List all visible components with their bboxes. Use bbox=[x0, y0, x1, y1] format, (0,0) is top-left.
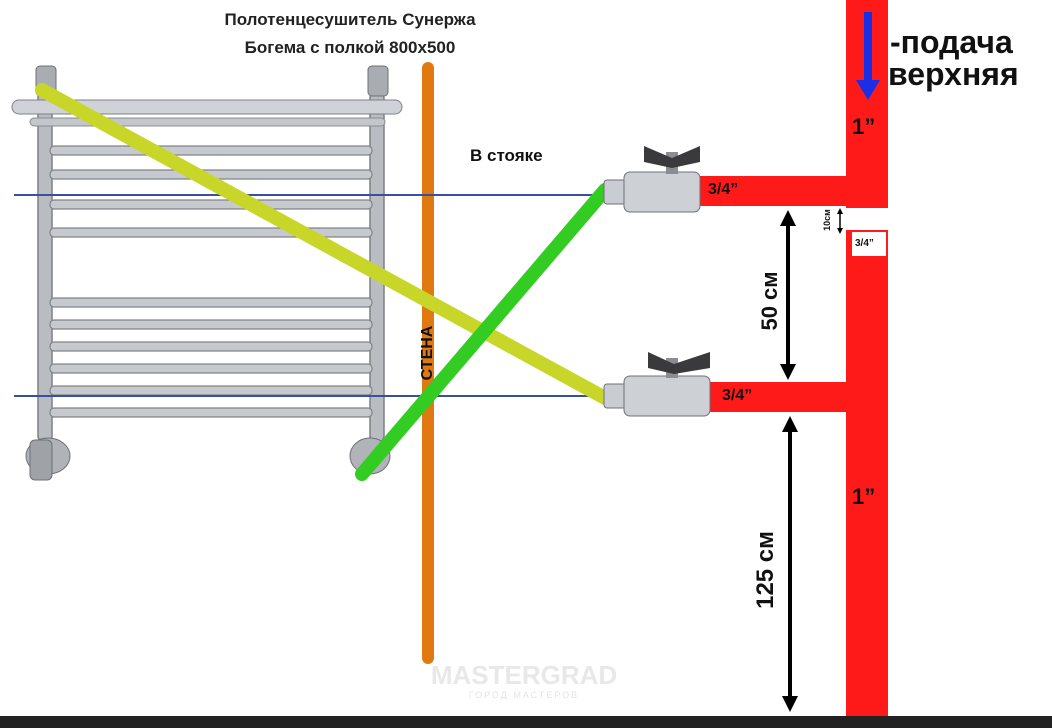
yellow-connection-line bbox=[35, 83, 612, 405]
top-branch-pipe bbox=[700, 176, 848, 206]
title-line-2: Богема с полкой 800х500 bbox=[244, 38, 456, 57]
wall-label: СТЕНА bbox=[419, 325, 436, 381]
bypass-size: 3/4” bbox=[855, 238, 874, 249]
watermark-tagline: ГОРОД МАСТЕРОВ bbox=[469, 690, 579, 700]
dim-arrow-125cm bbox=[782, 416, 798, 712]
dim-50cm-label: 50 см bbox=[757, 271, 782, 331]
riser-pipe bbox=[700, 0, 888, 720]
branch-size-bottom: 3/4” bbox=[722, 387, 753, 404]
supply-arrow-icon bbox=[856, 12, 880, 100]
dim-125cm-label: 125 см bbox=[752, 531, 779, 609]
green-connection-line bbox=[355, 183, 612, 481]
riser-note: В стояке bbox=[470, 146, 543, 165]
dim-arrow-50cm bbox=[780, 210, 796, 380]
bypass-fitting bbox=[852, 232, 886, 256]
lower-ball-valve bbox=[603, 352, 711, 417]
dim-arrow-10cm bbox=[837, 208, 843, 234]
title-line-1: Полотенцесушитель Сунержа bbox=[224, 10, 476, 29]
pipe-size-top: 1” bbox=[852, 114, 876, 139]
supply-label-2: верхняя bbox=[888, 56, 1019, 92]
supply-label-1: -подача bbox=[890, 24, 1013, 60]
gap-10cm-label: 10см bbox=[822, 209, 832, 231]
pipe-size-bottom: 1” bbox=[852, 484, 876, 509]
bottom-bar bbox=[0, 716, 1052, 728]
towel-warmer bbox=[11, 65, 403, 481]
branch-size-top: 3/4” bbox=[708, 181, 739, 198]
bottom-branch-pipe bbox=[710, 382, 848, 412]
watermark-name: MASTERGRAD bbox=[431, 660, 617, 690]
upper-ball-valve bbox=[603, 146, 701, 213]
